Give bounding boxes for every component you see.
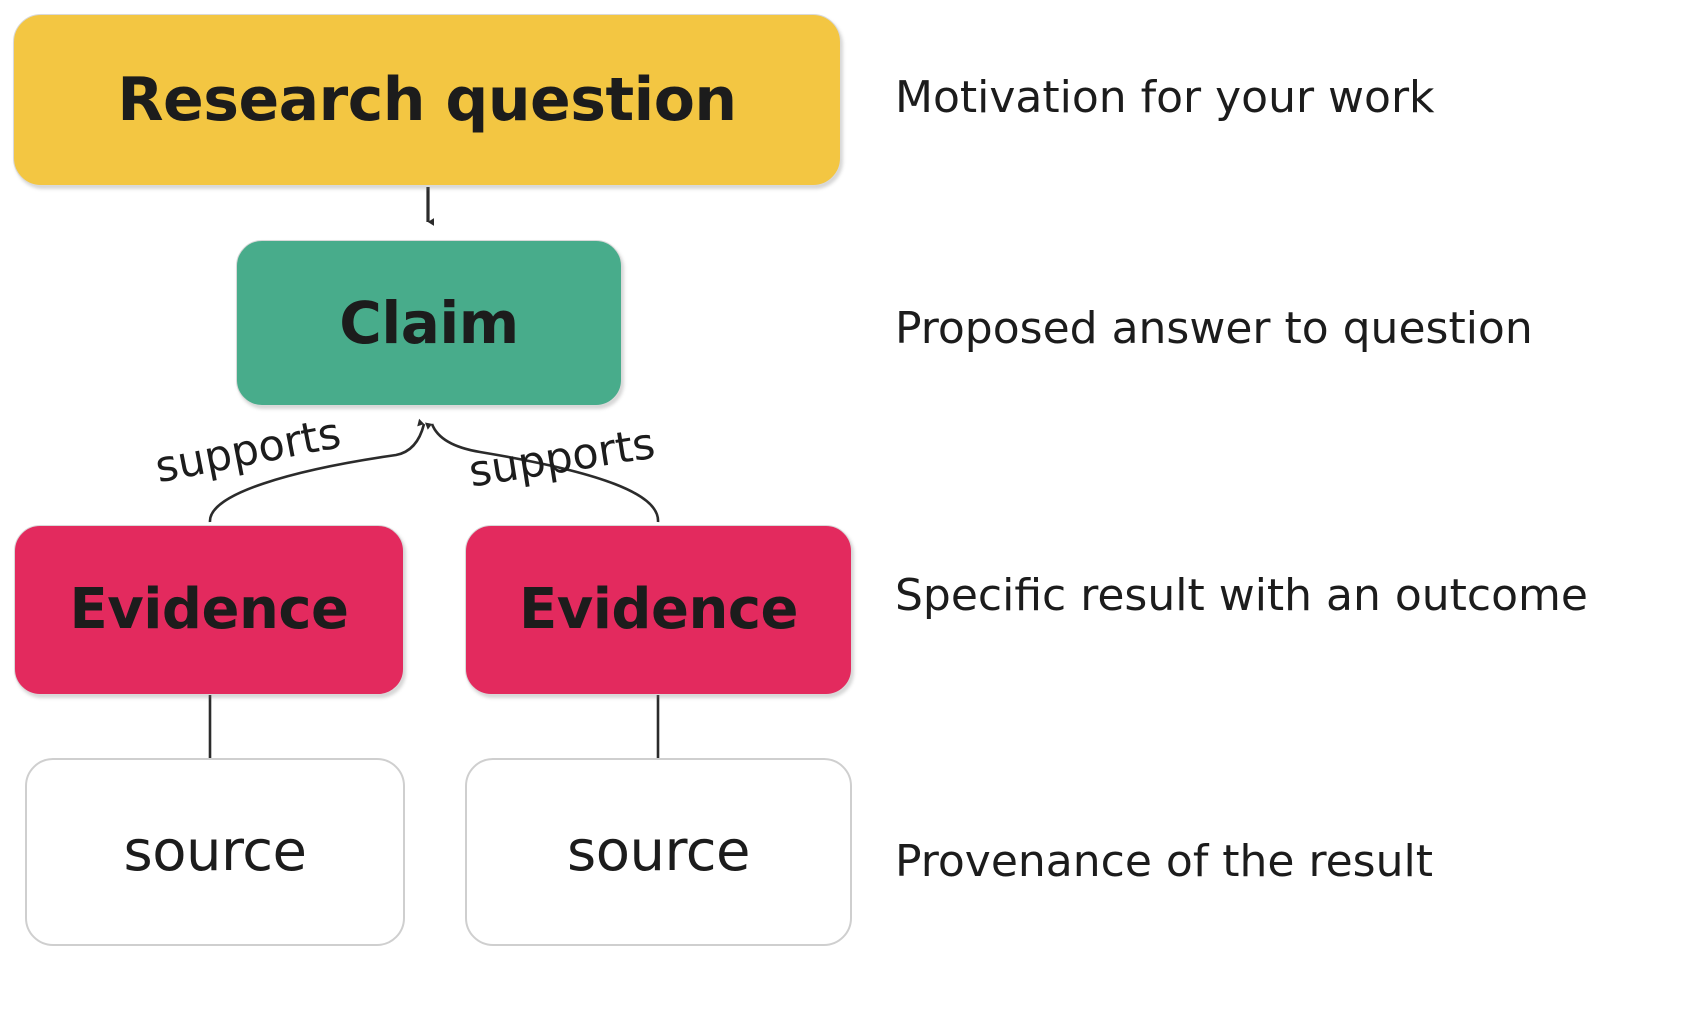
node-research-question-label: Research question	[117, 65, 737, 135]
node-evidence-left[interactable]: Evidence	[14, 525, 404, 695]
node-source-left[interactable]: source	[25, 758, 405, 946]
node-evidence-right-label: Evidence	[518, 577, 799, 642]
edge-evidence-right-supports-claim	[425, 422, 660, 523]
annotation-research-question: Motivation for your work	[895, 72, 1435, 123]
node-source-right[interactable]: source	[465, 758, 852, 946]
node-claim[interactable]: Claim	[236, 240, 622, 406]
annotation-source: Provenance of the result	[895, 836, 1433, 887]
node-source-left-label: source	[123, 819, 307, 884]
node-research-question[interactable]: Research question	[13, 14, 841, 186]
annotation-evidence: Specific result with an outcome	[895, 570, 1588, 621]
annotation-claim: Proposed answer to question	[895, 303, 1533, 354]
node-evidence-right[interactable]: Evidence	[465, 525, 852, 695]
node-evidence-left-label: Evidence	[69, 577, 349, 642]
node-source-right-label: source	[567, 819, 750, 884]
edge-evidence-left-supports-claim	[208, 418, 426, 523]
node-claim-label: Claim	[339, 289, 519, 357]
